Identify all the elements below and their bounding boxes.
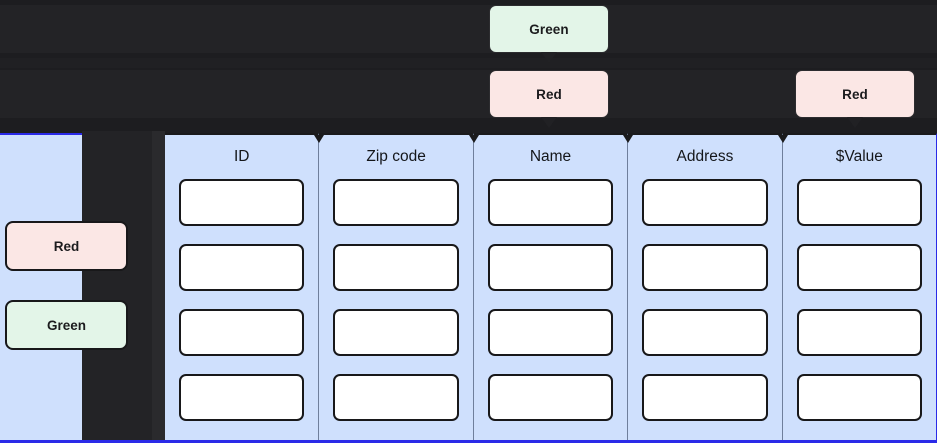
table-cell[interactable] (179, 244, 305, 291)
table-column: Name (468, 133, 628, 443)
backdrop-band-middle (0, 58, 937, 68)
table-cell[interactable] (642, 244, 768, 291)
table-cell[interactable] (487, 374, 614, 421)
table-cell[interactable] (487, 244, 614, 291)
column-header[interactable]: $Value (835, 148, 883, 165)
table-column: ID (165, 133, 319, 443)
table-cell[interactable] (179, 179, 305, 226)
table-cell[interactable] (796, 309, 923, 356)
callout-green-side[interactable]: Green (5, 300, 128, 350)
panel-notch (82, 131, 152, 443)
table-column: $Value (777, 133, 937, 443)
table-column: Address (623, 133, 782, 443)
table-cell[interactable] (642, 374, 768, 421)
table-cell[interactable] (179, 309, 305, 356)
table-cell[interactable] (487, 309, 614, 356)
column-marker-arrow-icon (314, 135, 325, 143)
table-cell[interactable] (179, 374, 305, 421)
bottom-rule (0, 440, 937, 443)
table-cell[interactable] (333, 244, 459, 291)
column-marker-arrow-icon (623, 135, 634, 143)
column-header[interactable]: ID (233, 148, 250, 165)
panel-divider-strip (152, 131, 165, 443)
table-cell[interactable] (487, 179, 614, 226)
column-header[interactable]: Name (529, 148, 572, 165)
callout-arrow-down-icon (847, 117, 863, 128)
table-cell[interactable] (333, 179, 459, 226)
callout-green-top[interactable]: Green (489, 5, 609, 63)
table-cell[interactable] (333, 374, 459, 421)
callout-label: Red (842, 86, 868, 102)
table-cell[interactable] (642, 179, 768, 226)
table-cell[interactable] (796, 179, 923, 226)
callout-label: Red (536, 86, 562, 102)
callout-red-top-right[interactable]: Red (795, 70, 915, 128)
backdrop-band-top (0, 5, 937, 53)
table-cell[interactable] (796, 374, 923, 421)
column-header[interactable]: Address (676, 148, 734, 165)
column-header[interactable]: Zip code (366, 148, 426, 165)
data-table: ID Zip code Name Address $Value (165, 133, 937, 443)
callout-label: Green (46, 317, 87, 333)
table-column: Zip code (314, 133, 473, 443)
callout-red-side[interactable]: Red (5, 221, 128, 271)
callout-label: Red (53, 238, 80, 254)
table-cell[interactable] (642, 309, 768, 356)
callout-label: Green (529, 21, 569, 37)
table-cell[interactable] (333, 309, 459, 356)
callout-arrow-down-icon (541, 52, 557, 63)
column-marker-arrow-icon (777, 135, 788, 143)
column-marker-arrow-icon (468, 135, 479, 143)
backdrop-band-lower (0, 70, 937, 118)
callout-red-top-left[interactable]: Red (489, 70, 609, 128)
callout-arrow-down-icon (541, 117, 557, 128)
table-cell[interactable] (796, 244, 923, 291)
